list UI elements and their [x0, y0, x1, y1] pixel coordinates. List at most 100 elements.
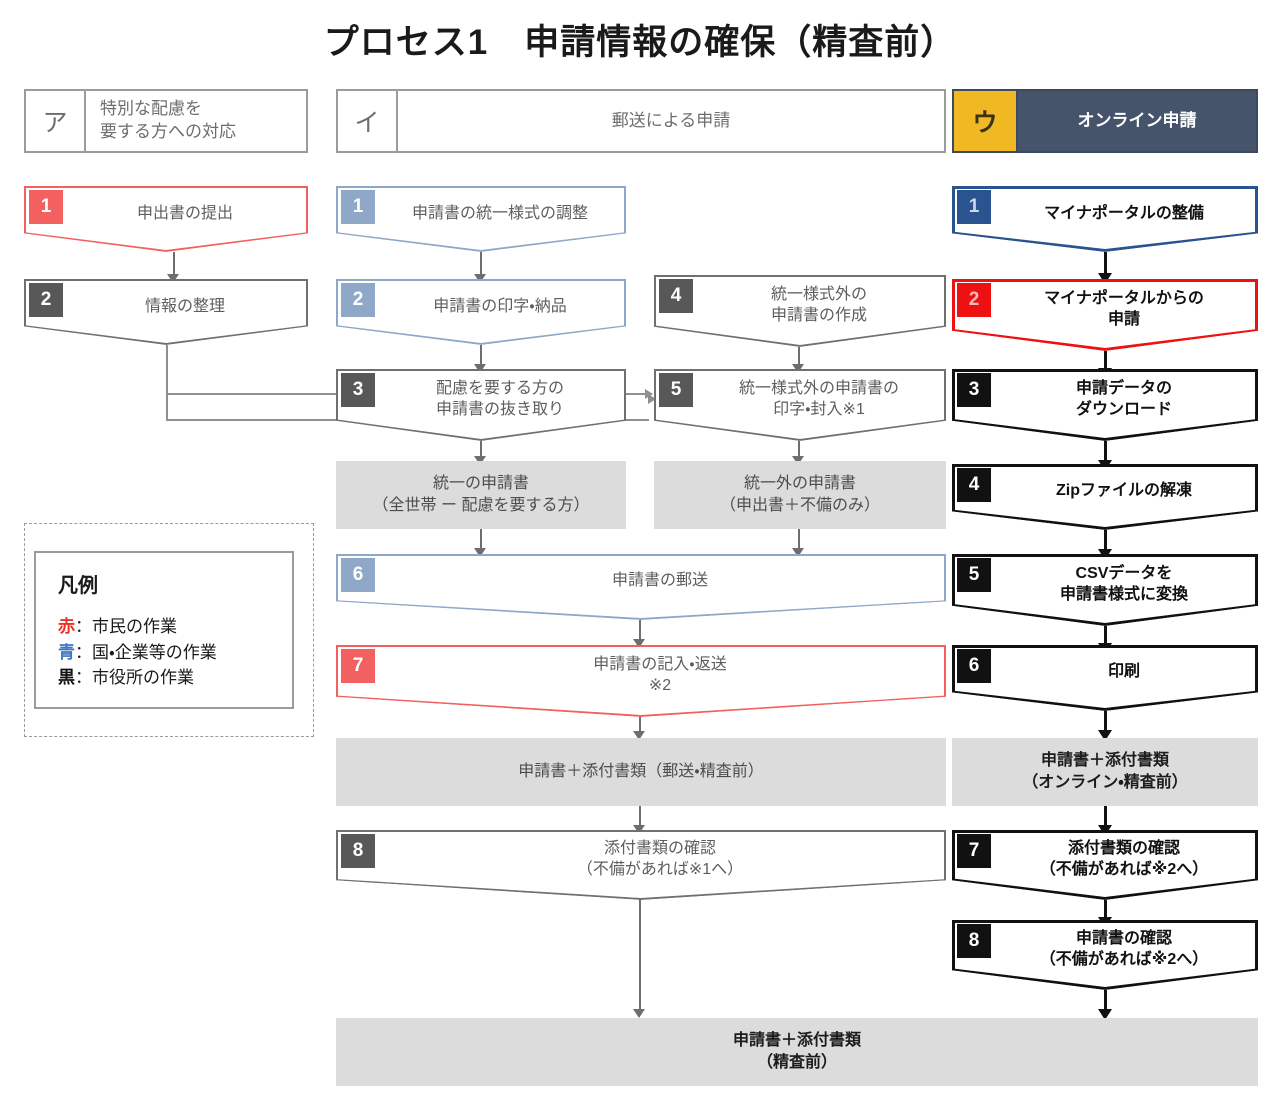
step-number: 5: [957, 558, 991, 592]
legend-swatch-black: 黒: [58, 668, 75, 687]
step-label: 申請書の統一様式の調整: [411, 205, 588, 223]
column-title-b: 郵送による申請: [611, 110, 731, 130]
step-number: 5: [659, 373, 693, 407]
legend-sep: ：: [75, 668, 92, 687]
output-box-b-nonunified: 統一外の申請書（申出書＋不備のみ）: [654, 461, 946, 529]
connector-out1-b6: [480, 529, 482, 551]
step-box-c-3[interactable]: 3 申請データのダウンロード: [952, 369, 1258, 441]
connector-b3-out: [480, 441, 482, 459]
step-number: 1: [341, 190, 375, 224]
step-number: 6: [957, 649, 991, 683]
step-box-a-1[interactable]: 1 申出書の提出: [24, 186, 308, 252]
step-label: 申出書の提出: [136, 205, 233, 223]
connector-a1-a2: [173, 252, 175, 277]
column-key-b: イ: [338, 91, 398, 151]
legend-text-black: 市役所の作業: [92, 668, 194, 687]
step-number: 8: [957, 924, 991, 958]
step-number: 2: [957, 283, 991, 317]
column-header-b: イ 郵送による申請: [336, 89, 946, 153]
page-title: プロセス1 申請情報の確保（精査前）: [323, 23, 957, 62]
legend-sep: ：: [75, 642, 92, 662]
arrow-down-icon: [474, 364, 486, 373]
step-label: Zipファイルの解凍: [1056, 482, 1192, 500]
connector-out-c7: [1104, 806, 1107, 828]
arrow-down-icon: [633, 639, 645, 648]
step-box-b-7[interactable]: 7 申請書の記入・返送※2: [336, 645, 946, 717]
arrow-down-icon: [167, 274, 179, 283]
connector-b7-out: [639, 717, 641, 734]
arrow-down-icon: [792, 456, 804, 465]
step-number: 3: [341, 373, 375, 407]
step-label: マイナポータルの整備: [1044, 205, 1204, 223]
step-label: 印刷: [1107, 663, 1140, 681]
step-number: 3: [957, 373, 991, 407]
legend-sep: ：: [75, 617, 92, 636]
step-number: 4: [957, 468, 991, 502]
arrow-down-icon: [1098, 273, 1112, 284]
step-number: 2: [29, 283, 63, 317]
step-box-b-1[interactable]: 1 申請書の統一様式の調整: [336, 186, 626, 252]
step-box-c-1[interactable]: 1 マイナポータルの整備: [952, 186, 1258, 252]
step-box-b-2[interactable]: 2 申請書の印字・納品: [336, 279, 626, 345]
step-label: 添付書類の確認（不備があれば※1へ）: [576, 839, 744, 878]
arrow-down-icon: [633, 825, 645, 834]
step-number: 7: [957, 834, 991, 868]
connector-b1-b2: [480, 252, 482, 277]
output-box-c-online: 申請書＋添付書類（オンライン・精査前）: [952, 738, 1258, 806]
connector-c6-out: [1104, 711, 1107, 733]
step-label: 配慮を要する方の申請書の抜き取り: [435, 379, 564, 418]
output-box-b-unified: 統一の申請書（全世帯 ー 配慮を要する方）: [336, 461, 626, 529]
step-number: 1: [957, 190, 991, 224]
arrow-down-icon: [1098, 1009, 1112, 1020]
arrow-down-icon: [792, 548, 804, 557]
step-box-c-6[interactable]: 6 印刷: [952, 645, 1258, 711]
step-box-b-6[interactable]: 6 申請書の郵送: [336, 554, 946, 620]
step-box-a-2[interactable]: 2 情報の整理: [24, 279, 308, 345]
step-label: マイナポータルからの申請: [1044, 289, 1204, 328]
step-number: 6: [341, 558, 375, 592]
legend-row-blue: 青 ： 国・企業等の作業: [58, 640, 292, 666]
step-box-c-4[interactable]: 4 Zipファイルの解凍: [952, 464, 1258, 530]
connector-b4-b5: [798, 347, 800, 367]
step-box-c-7[interactable]: 7 添付書類の確認（不備があれば※2へ）: [952, 830, 1258, 900]
step-label: 添付書類の確認（不備があれば※2へ）: [1039, 839, 1209, 878]
step-number: 1: [29, 190, 63, 224]
connector-c5-c6: [1104, 626, 1107, 646]
legend-text-blue: 国・企業等の作業: [92, 642, 217, 662]
connector-out2-b6: [798, 529, 800, 551]
connector-b6-b7: [639, 620, 641, 642]
step-label: 情報の整理: [144, 298, 225, 316]
connector-out-b8: [639, 806, 641, 828]
legend-title: 凡例: [58, 575, 98, 597]
connector-c7-c8: [1104, 900, 1107, 920]
connector-c3-c4: [1104, 441, 1107, 463]
step-label: 統一様式外の申請書の印字・封入※1: [738, 379, 899, 418]
step-number: 2: [341, 283, 375, 317]
column-header-c: ウ オンライン申請: [952, 89, 1258, 153]
step-label: 申請書の確認（不備があれば※2へ）: [1039, 929, 1209, 968]
step-box-b-5[interactable]: 5 統一様式外の申請書の印字・封入※1: [654, 369, 946, 441]
output-box-final: 申請書＋添付書類（精査前）: [336, 1018, 1258, 1086]
step-box-c-2[interactable]: 2 マイナポータルからの申請: [952, 279, 1258, 351]
step-box-b-3[interactable]: 3 配慮を要する方の申請書の抜き取り: [336, 369, 626, 441]
step-box-b-4[interactable]: 4 統一様式外の申請書の作成: [654, 275, 946, 347]
column-title-a: 特別な配慮を要する方への対応: [100, 99, 236, 141]
legend-text-red: 市民の作業: [92, 617, 177, 636]
step-box-c-5[interactable]: 5 CSVデータを申請書様式に変換: [952, 554, 1258, 626]
arrow-right-icon: [648, 394, 656, 404]
connector-c1-c2: [1104, 252, 1107, 276]
step-box-c-8[interactable]: 8 申請書の確認（不備があれば※2へ）: [952, 920, 1258, 990]
output-box-b-postal: 申請書＋添付書類（郵送・精査前）: [336, 738, 946, 806]
step-number: 4: [659, 279, 693, 313]
step-label: 統一様式外の申請書の作成: [770, 285, 867, 324]
column-key-a: ア: [26, 91, 86, 151]
arrow-down-icon: [474, 456, 486, 465]
arrow-down-icon: [792, 364, 804, 373]
column-header-a: ア 特別な配慮を要する方への対応: [24, 89, 308, 153]
legend-row-red: 赤 ： 市民の作業: [58, 614, 292, 640]
connector-b2-b3: [480, 345, 482, 367]
arrow-down-icon: [633, 1009, 645, 1018]
step-box-b-8[interactable]: 8 添付書類の確認（不備があれば※1へ）: [336, 830, 946, 900]
connector-a2-down: [166, 345, 168, 420]
